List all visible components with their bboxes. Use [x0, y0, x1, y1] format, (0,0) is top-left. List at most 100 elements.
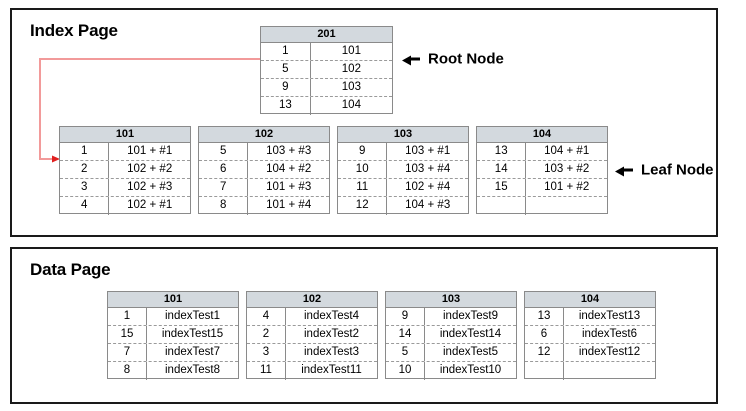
table-row: 13 indexTest13: [525, 308, 655, 326]
row-value: indexTest13: [578, 310, 641, 322]
row-key: 14: [386, 326, 425, 343]
table-row: 15 indexTest15: [108, 326, 238, 344]
leaf-node-104-header: 104: [477, 127, 607, 143]
row-key: 7: [108, 344, 147, 361]
leaf-node-102-body: 5 103 + #3 6 104 + #2 7 101 + #3 8 101 + #4: [199, 143, 329, 215]
row-value: 102 + #3: [127, 181, 173, 193]
data-page-104-header: 104: [525, 292, 655, 308]
row-key: 4: [60, 197, 110, 215]
data-page-104-body: 13 indexTest13 6 indexTest6 12 indexTest12: [525, 308, 655, 380]
leaf-node-annotation-label: Leaf Node: [641, 161, 714, 179]
leaf-node-annotation: Leaf Node: [615, 162, 714, 179]
row-key: 5: [386, 344, 425, 361]
table-row: 10 103 + #4: [338, 161, 468, 179]
row-value: indexTest14: [439, 328, 502, 340]
table-row: 15 101 + #2: [477, 179, 607, 197]
row-key: 15: [108, 326, 147, 343]
row-key: 13: [477, 143, 527, 160]
root-node-annotation: Root Node: [402, 51, 504, 68]
data-page-103-header: 103: [386, 292, 516, 308]
row-key: 12: [338, 197, 388, 215]
row-value: 103 + #2: [544, 163, 590, 175]
row-key: 13: [525, 308, 564, 325]
row-value: 103 + #4: [405, 163, 451, 175]
row-value: indexTest1: [165, 310, 220, 322]
row-value: indexTest15: [161, 328, 224, 340]
row-value: indexTest9: [443, 310, 498, 322]
table-row: 2 102 + #2: [60, 161, 190, 179]
row-key: 5: [199, 143, 249, 160]
table-row: 12 indexTest12: [525, 344, 655, 362]
row-value: 104 + #3: [405, 199, 451, 211]
row-key: [477, 197, 527, 215]
row-value: 103 + #3: [266, 145, 312, 157]
table-row: 12 104 + #3: [338, 197, 468, 215]
row-value: indexTest3: [304, 346, 359, 358]
row-key: 3: [60, 179, 110, 196]
row-value: indexTest10: [439, 364, 502, 376]
row-key: 10: [386, 362, 425, 380]
row-value: indexTest2: [304, 328, 359, 340]
row-value: indexTest6: [582, 328, 637, 340]
table-row: 5 103 + #3: [199, 143, 329, 161]
row-key: 12: [525, 344, 564, 361]
row-key: 2: [247, 326, 286, 343]
row-key: 6: [525, 326, 564, 343]
row-value: 102 + #2: [127, 163, 173, 175]
row-value: indexTest5: [443, 346, 498, 358]
table-row: 2 indexTest2: [247, 326, 377, 344]
table-row: 3 102 + #3: [60, 179, 190, 197]
row-value: indexTest12: [578, 346, 641, 358]
row-value: 103: [341, 81, 361, 93]
row-key: 8: [199, 197, 249, 215]
row-key: 1: [261, 43, 311, 60]
row-value: [564, 362, 655, 380]
row-value: 103 + #1: [405, 145, 451, 157]
row-key: 11: [247, 362, 286, 380]
row-value: indexTest4: [304, 310, 359, 322]
row-key: 1: [60, 143, 110, 160]
row-value: 101 + #4: [266, 199, 312, 211]
row-value: 101 + #3: [266, 181, 312, 193]
row-value: 104: [341, 99, 361, 111]
row-value: 101 + #2: [544, 181, 590, 193]
row-key: 15: [477, 179, 527, 196]
row-key: 6: [199, 161, 249, 178]
row-key: 10: [338, 161, 388, 178]
row-key: 3: [247, 344, 286, 361]
table-row: 1 101 + #1: [60, 143, 190, 161]
row-value: 104 + #2: [266, 163, 312, 175]
table-row: 8 101 + #4: [199, 197, 329, 215]
row-key: 7: [199, 179, 249, 196]
data-page-title: Data Page: [30, 260, 111, 279]
table-row: 14 indexTest14: [386, 326, 516, 344]
row-value: 101 + #1: [127, 145, 173, 157]
row-key: 14: [477, 161, 527, 178]
row-key: 2: [60, 161, 110, 178]
row-value: [526, 197, 607, 215]
table-row: 5 indexTest5: [386, 344, 516, 362]
row-key: [525, 362, 564, 380]
row-key: 8: [108, 362, 147, 380]
row-key: 11: [338, 179, 388, 196]
row-key: 9: [386, 308, 425, 325]
index-page-title: Index Page: [30, 21, 118, 40]
leaf-node-101-header: 101: [60, 127, 190, 143]
data-page-104: 104 13 indexTest13 6 indexTest6 12 indexTest1…: [524, 291, 656, 380]
